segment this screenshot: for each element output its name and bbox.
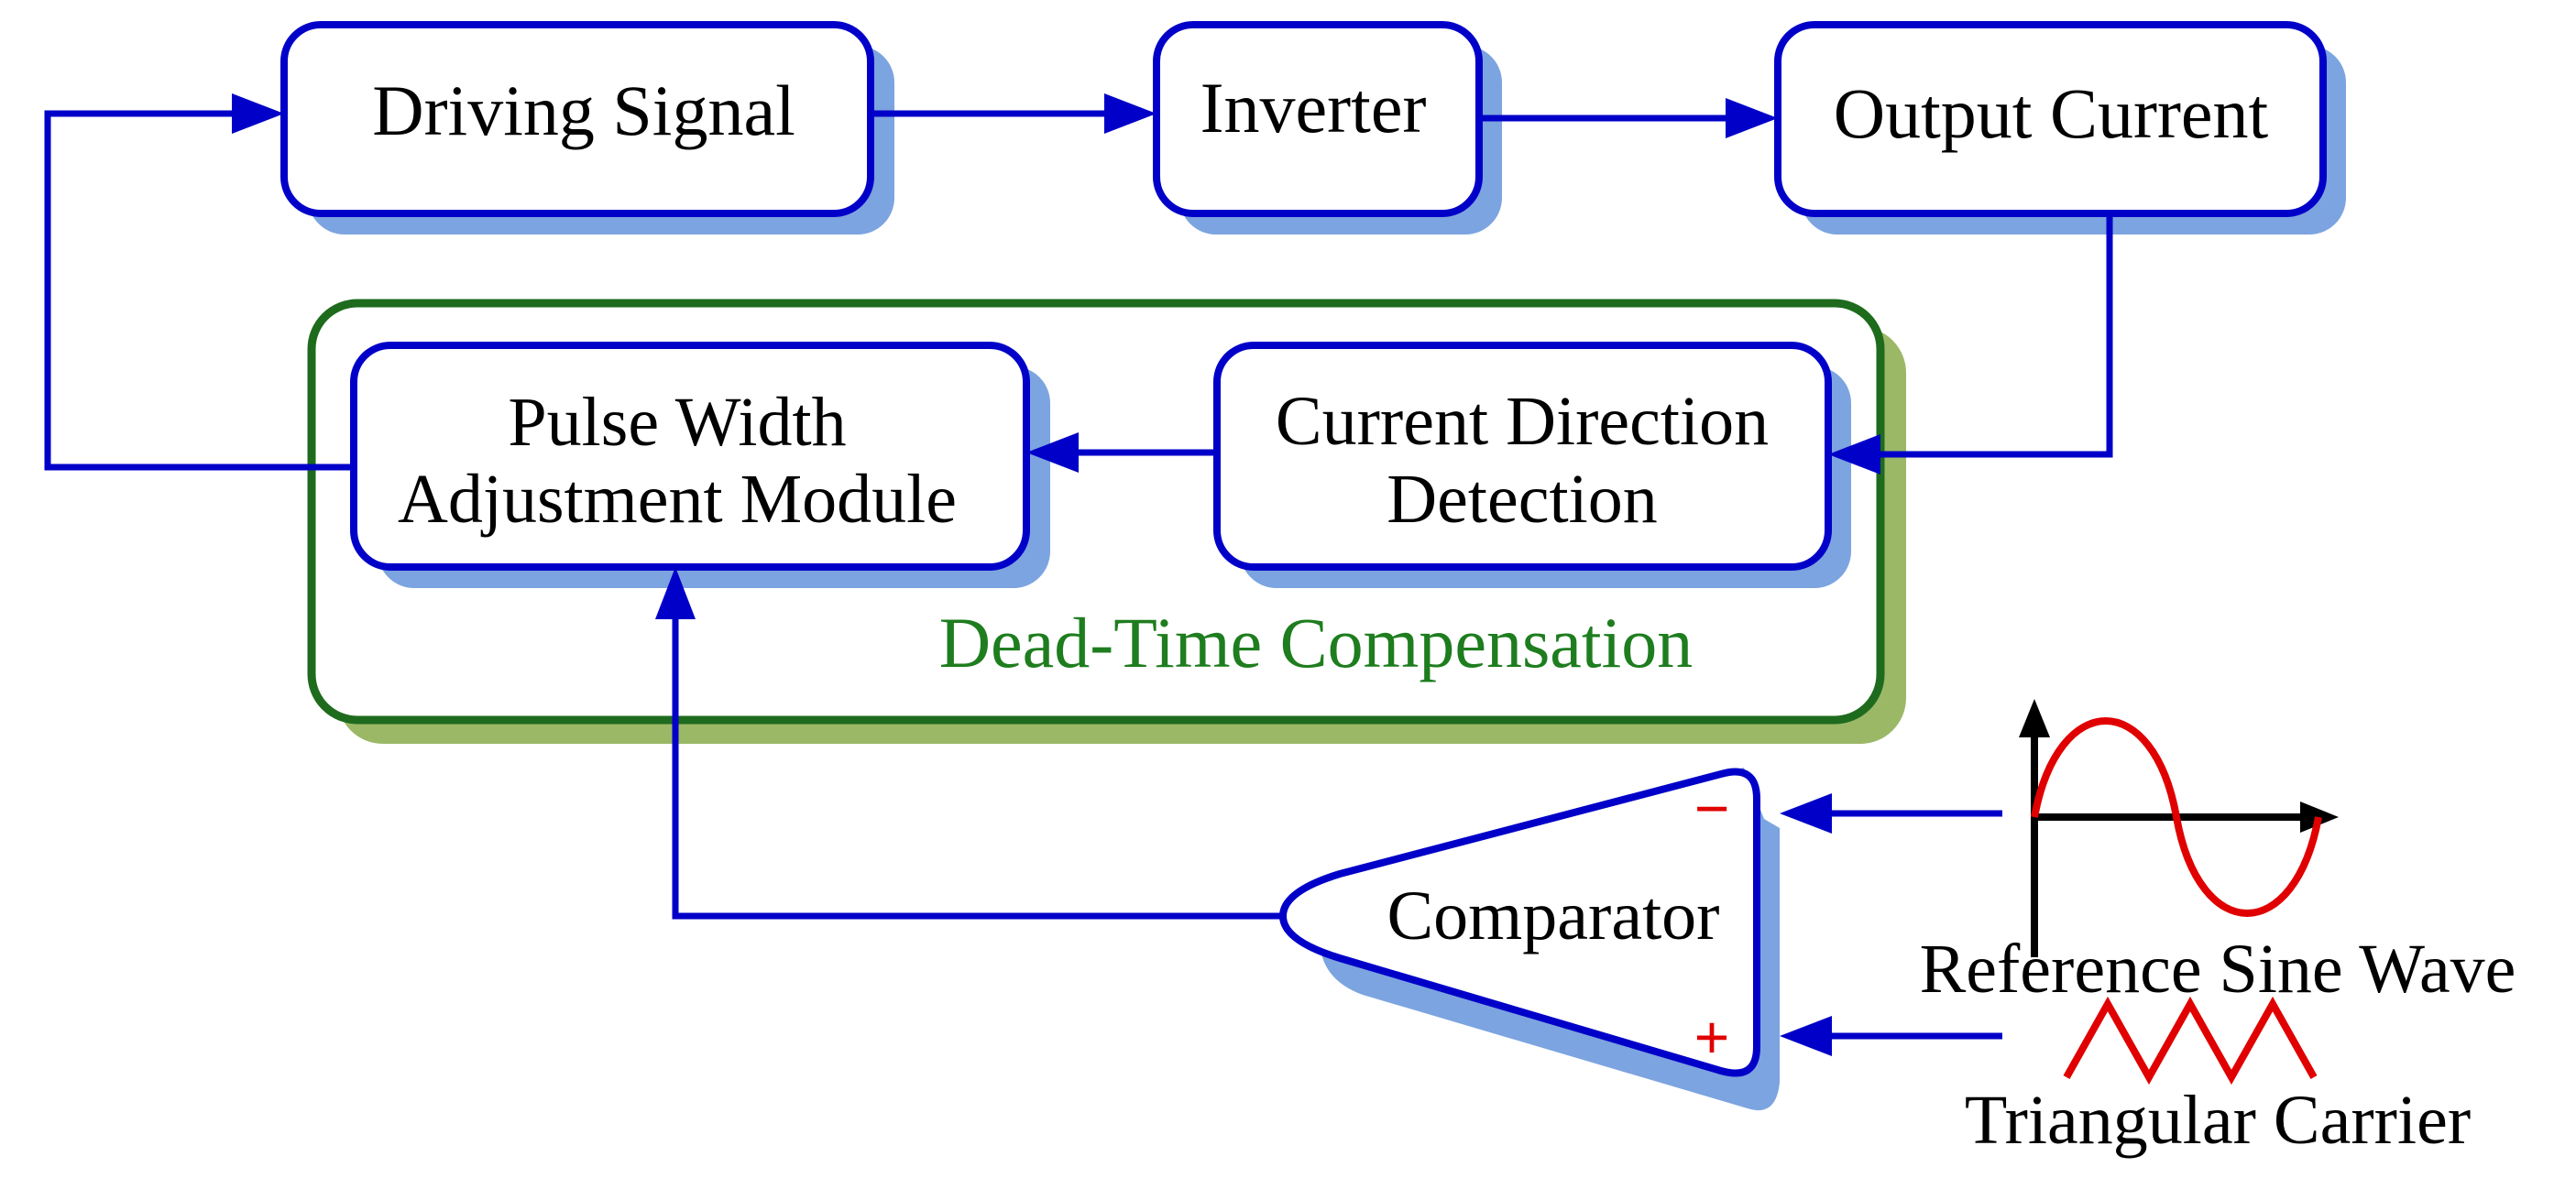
arrow-into-pulse-width — [1026, 432, 1079, 473]
triangular-carrier-label: Triangular Carrier — [1965, 1082, 2471, 1159]
plus-sign: + — [1694, 1003, 1730, 1071]
comparator-shape — [1279, 768, 1760, 1077]
driving-signal-label: Driving Signal — [372, 71, 795, 150]
arrow-into-pulse-width-bottom — [655, 567, 696, 619]
wire-comparator-to-pulse — [672, 611, 1283, 920]
reference-sine-wave-graphic: Reference Sine Wave — [1920, 699, 2516, 1008]
current-direction-detection-block: Current Direction Detection — [1213, 342, 1851, 588]
comparator-label: Comparator — [1387, 878, 1719, 954]
arrow-into-direction-detection — [1828, 434, 1880, 474]
comparator-block: Comparator − + — [1279, 768, 1780, 1111]
pulse-width-box — [350, 342, 1030, 571]
signal-wires — [44, 93, 2113, 1056]
current-direction-box — [1213, 342, 1832, 571]
arrow-into-output-current — [1726, 98, 1778, 138]
arrow-into-inverter — [1104, 93, 1156, 134]
arrow-into-minus-input — [1780, 793, 1832, 834]
triangle-wave — [2063, 996, 2318, 1085]
pulse-width-label-line2: Adjustment Module — [398, 461, 957, 538]
minus-sign: − — [1694, 774, 1730, 842]
sine-curve — [2031, 717, 2322, 917]
pulse-width-label-line1: Pulse Width — [508, 384, 846, 461]
current-direction-label-line1: Current Direction — [1276, 383, 1769, 460]
wire-pulse-to-driving — [44, 110, 354, 471]
sine-y-axis-arrow — [2019, 699, 2050, 737]
inverter-block: Inverter — [1153, 21, 1502, 235]
output-current-block: Output Current — [1774, 21, 2346, 235]
pulse-width-adjustment-block: Pulse Width Adjustment Module — [350, 342, 1050, 588]
reference-sine-wave-label: Reference Sine Wave — [1920, 931, 2516, 1008]
triangular-carrier-graphic: Triangular Carrier — [1965, 996, 2471, 1159]
arrow-into-plus-input — [1780, 1016, 1832, 1056]
sine-x-axis-arrow — [2300, 802, 2339, 833]
driving-signal-block: Driving Signal — [280, 21, 894, 235]
output-current-label: Output Current — [1834, 73, 2269, 153]
inverter-label: Inverter — [1200, 68, 1427, 147]
wire-output-to-direction — [1873, 213, 2113, 458]
arrow-into-driving-signal — [232, 93, 284, 134]
driving-signal-box — [280, 21, 874, 217]
current-direction-label-line2: Detection — [1387, 461, 1657, 538]
dead-time-compensation-label: Dead-Time Compensation — [939, 603, 1694, 682]
output-current-box — [1774, 21, 2327, 217]
